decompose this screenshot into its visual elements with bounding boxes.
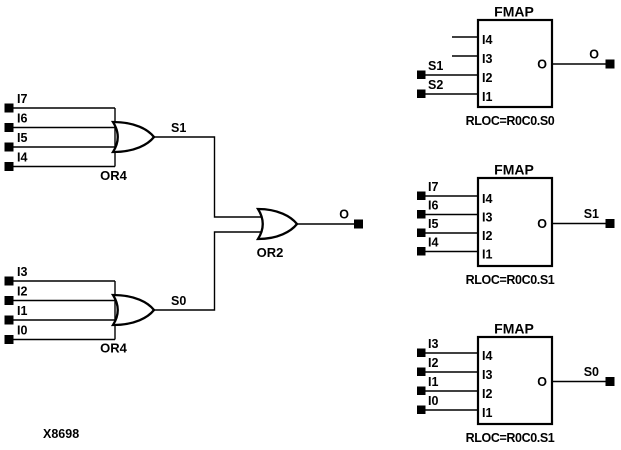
or2-gate-group: OR2 O xyxy=(255,207,363,260)
input-terminal-square-i4 xyxy=(417,247,426,256)
output-pin-label: O xyxy=(537,375,547,389)
output-pin-label: O xyxy=(537,58,547,72)
input-label-i0: I0 xyxy=(428,394,438,408)
or4-top-gate-group: I7 I6 I5 I4 OR4 S1 xyxy=(4,92,264,218)
input-label-i3: I3 xyxy=(428,337,438,351)
input-label-i6: I6 xyxy=(17,112,27,126)
input-terminal-square-i2 xyxy=(417,367,426,376)
gate-type-label: OR4 xyxy=(100,168,128,183)
fmap-box xyxy=(476,335,554,426)
output-terminal-square xyxy=(605,59,615,69)
input-label-i7: I7 xyxy=(428,180,438,194)
net-label-s1: S1 xyxy=(171,121,186,135)
input-label-i2: I2 xyxy=(428,356,438,370)
rloc-label: RLOC=R0C0.S1 xyxy=(466,273,555,287)
gate-type-label: OR4 xyxy=(100,341,128,356)
output-terminal-square xyxy=(605,377,615,386)
input-terminal-square-i6 xyxy=(417,210,426,219)
input-terminal-square-s1 xyxy=(417,70,426,79)
pin-label-i4: I4 xyxy=(482,349,492,363)
output-label: O xyxy=(589,48,599,62)
pin-label-i2: I2 xyxy=(482,71,492,85)
fmap-box xyxy=(476,176,554,268)
terminal-square-i1 xyxy=(4,315,14,325)
input-terminal-square-i7 xyxy=(417,191,426,200)
pin-label-i1: I1 xyxy=(482,90,492,104)
fmap-title: FMAP xyxy=(494,321,534,337)
rloc-label: RLOC=R0C0.S1 xyxy=(466,431,555,445)
output-terminal-square-o xyxy=(354,219,363,229)
or4-gate-shape xyxy=(110,120,156,154)
rloc-label: RLOC=R0C0.S0 xyxy=(466,114,555,128)
terminal-square-i6 xyxy=(4,123,14,132)
terminal-square-i2 xyxy=(4,296,14,305)
input-label-i4: I4 xyxy=(428,236,438,250)
input-label-i1: I1 xyxy=(428,375,438,389)
input-label-i4: I4 xyxy=(17,151,27,165)
terminal-square-i4 xyxy=(4,162,14,171)
pin-label-i2: I2 xyxy=(482,229,492,243)
input-terminal-square-i3 xyxy=(417,348,426,357)
pin-label-i4: I4 xyxy=(482,33,492,47)
terminal-square-i0 xyxy=(4,335,14,344)
input-label-i7: I7 xyxy=(17,92,27,106)
output-terminal-square xyxy=(605,219,615,228)
input-label-s2: S2 xyxy=(428,78,443,92)
or4-gate-shape xyxy=(110,293,156,327)
terminal-square-i7 xyxy=(4,103,14,113)
input-terminal-square-i5 xyxy=(417,228,426,237)
input-terminal-square-i1 xyxy=(417,386,426,395)
output-label: S0 xyxy=(584,365,599,379)
input-label-s1: S1 xyxy=(428,59,443,73)
input-terminal-square-i0 xyxy=(417,405,426,414)
input-terminal-square-s2 xyxy=(417,89,426,98)
input-label-i6: I6 xyxy=(428,199,438,213)
fmap-block-1: S1 S2 FMAP I4 I3 I2 I1 O O RLOC=R0C0.S0 xyxy=(417,4,615,128)
input-label-i2: I2 xyxy=(17,285,27,299)
net-s0-wire xyxy=(154,231,264,311)
pin-label-i3: I3 xyxy=(482,368,492,382)
output-label-o: O xyxy=(339,208,349,222)
input-label-i1: I1 xyxy=(17,304,27,318)
fmap-title: FMAP xyxy=(494,4,534,20)
input-label-i5: I5 xyxy=(17,131,27,145)
net-s1-wire xyxy=(154,136,264,218)
pin-label-i1: I1 xyxy=(482,248,492,262)
fmap-block-3: I3 I2 I1 I0 FMAP I4 I3 I2 I1 O S0 RLOC=R… xyxy=(417,321,615,445)
terminal-square-i5 xyxy=(4,142,14,152)
figure-number: X8698 xyxy=(43,427,79,441)
pin-label-i3: I3 xyxy=(482,52,492,66)
fmap-title: FMAP xyxy=(494,162,534,178)
or2-gate-shape xyxy=(255,207,299,241)
input-label-i0: I0 xyxy=(17,324,27,338)
gate-type-label: OR2 xyxy=(257,245,284,260)
pin-label-i2: I2 xyxy=(482,387,492,401)
terminal-square-i3 xyxy=(4,276,14,286)
net-label-s0: S0 xyxy=(171,294,186,308)
input-label-i5: I5 xyxy=(428,217,438,231)
or4-bottom-gate-group: I3 I2 I1 I0 OR4 S0 xyxy=(4,231,264,356)
input-label-i3: I3 xyxy=(17,265,27,279)
pin-label-i4: I4 xyxy=(482,192,492,206)
pin-label-i3: I3 xyxy=(482,211,492,225)
output-pin-label: O xyxy=(537,217,547,231)
fmap-block-2: I7 I6 I5 I4 FMAP I4 I3 I2 I1 O S1 RLOC=R… xyxy=(417,162,615,287)
pin-label-i1: I1 xyxy=(482,406,492,420)
output-label: S1 xyxy=(584,207,599,221)
fmap-box xyxy=(476,18,554,109)
